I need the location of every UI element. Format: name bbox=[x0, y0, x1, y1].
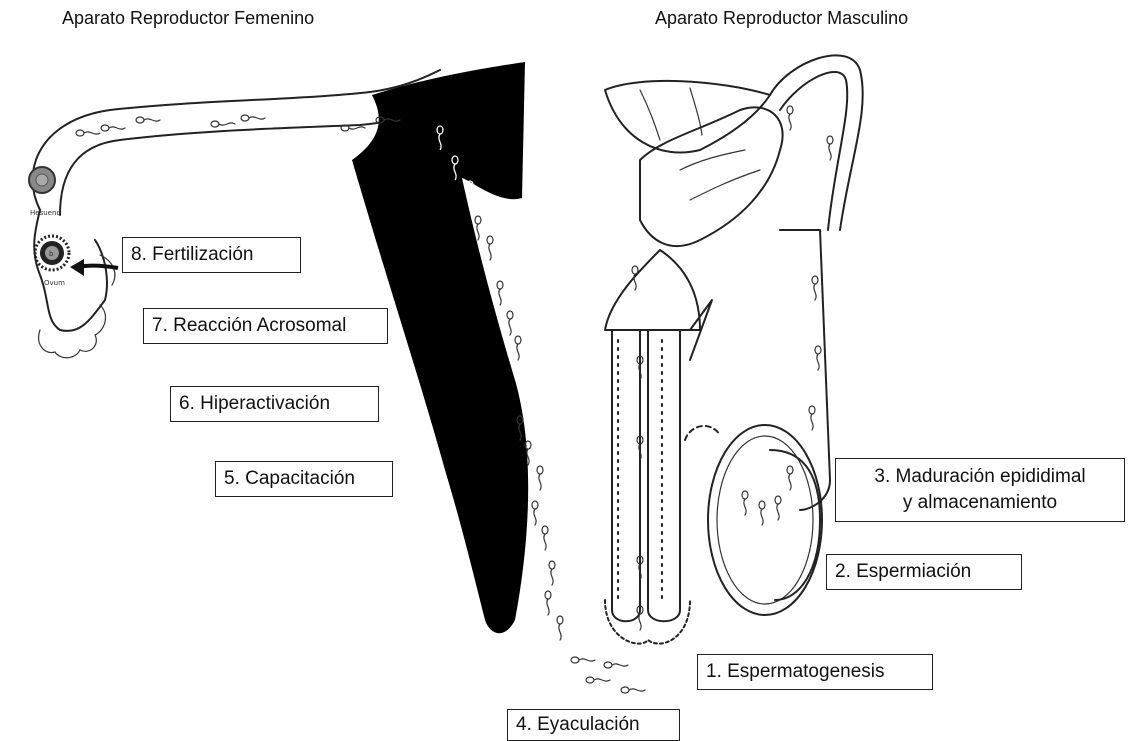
label-espermatogenesis: 1. Espermatogenesis bbox=[697, 654, 933, 690]
uterus-vagina-fill bbox=[352, 62, 528, 633]
label-hiperactivacion: 6. Hiperactivación bbox=[170, 386, 379, 422]
female-tract: Hesueno b Ovum bbox=[29, 62, 645, 693]
label-fertilizacion: 8. Fertilización bbox=[122, 237, 301, 273]
label-maduracion-line1: 3. Maduración epididimal bbox=[844, 464, 1116, 490]
label-maduracion-epididimal: 3. Maduración epididimal y almacenamient… bbox=[835, 458, 1125, 522]
label-capacitacion: 5. Capacitación bbox=[215, 461, 393, 497]
label-maduracion-line2: y almacenamiento bbox=[844, 490, 1116, 516]
ovum-label: Ovum bbox=[44, 279, 65, 287]
sperm-in-urethra bbox=[632, 266, 643, 630]
ovum-icon: b bbox=[35, 236, 69, 270]
label-reaccion-acrosomal: 7. Reacción Acrosomal bbox=[143, 308, 388, 344]
label-eyaculacion: 4. Eyaculación bbox=[507, 709, 680, 741]
ovum-inner-label: b bbox=[49, 250, 54, 258]
oocyte-label: Hesueno bbox=[30, 209, 61, 217]
testis-icon bbox=[708, 425, 822, 615]
label-espermiacion: 2. Espermiación bbox=[826, 554, 1022, 590]
sperm-in-testis bbox=[742, 466, 793, 525]
male-tract bbox=[605, 55, 863, 643]
